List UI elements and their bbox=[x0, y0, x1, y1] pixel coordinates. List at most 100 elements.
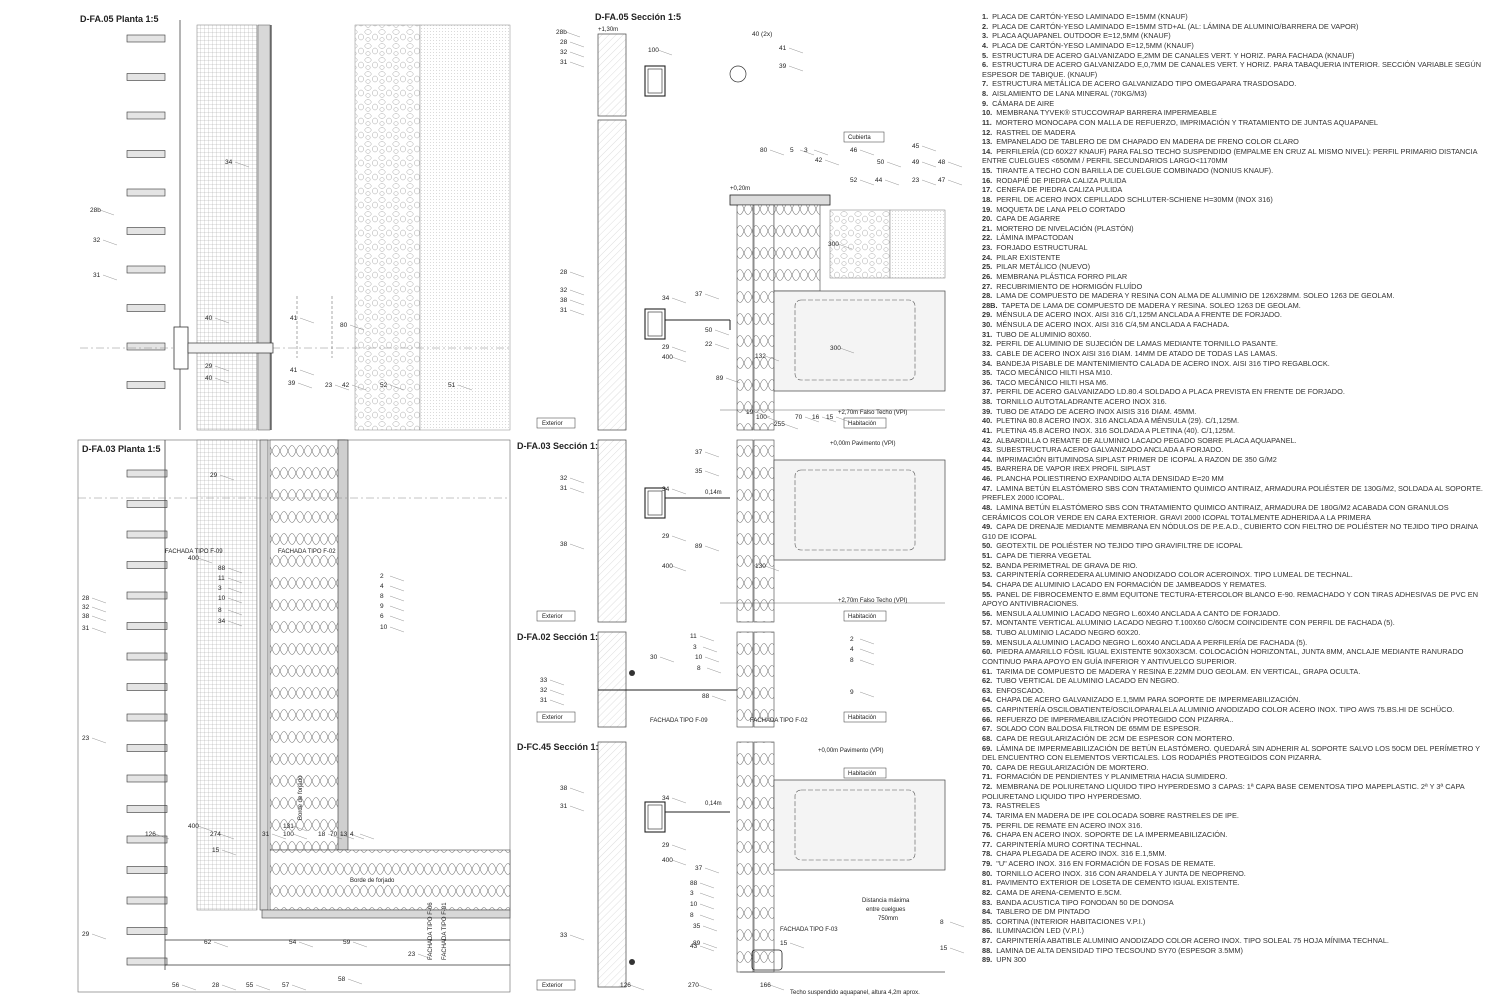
legend-number: 63. bbox=[982, 685, 993, 695]
legend-number: 87. bbox=[982, 936, 993, 945]
legend-text: RASTREL DE MADERA bbox=[996, 127, 1076, 137]
callout-fa03_plan-23: 31 bbox=[262, 831, 270, 838]
legend-number: 60. bbox=[982, 647, 993, 657]
callout-fc45_sec-5: 37 bbox=[695, 865, 703, 872]
legend-item: 55.PANEL DE FIBROCEMENTO e.8mm EQUITONE … bbox=[982, 590, 1490, 609]
aquapanel-board bbox=[257, 24, 271, 431]
callout-fa05_dims-4: 132 bbox=[755, 353, 766, 360]
legend-text: MEMBRANA TYVEK® STUCCOWRAP BARRERA IMPER… bbox=[996, 108, 1217, 118]
callout-fa03_plan-39: 23 bbox=[408, 951, 416, 958]
callout-fa05_plan-7: 40 bbox=[205, 375, 213, 382]
legend-text: CARPINTERÍA CORREDERA ALUMINIO ANODIZADO… bbox=[996, 570, 1353, 580]
legend-number: 17. bbox=[982, 185, 993, 195]
legend-number: 23. bbox=[982, 243, 993, 252]
callout-fa05_sec-27: 89 bbox=[716, 375, 724, 382]
detail-fa03-plan: D-FA.03 Planta 1:5 FACHADA TIPO F-09 FAC… bbox=[77, 439, 511, 993]
legend-text: TARIMA DE COMPUESTO DE MADERA Y RESINA e… bbox=[996, 666, 1361, 676]
legend-number: 46. bbox=[982, 474, 993, 483]
louver-slat bbox=[126, 927, 168, 935]
callout-fa05_plan-14: 51 bbox=[448, 382, 456, 389]
level-020: +0,20m bbox=[730, 186, 750, 192]
legend-number: 3. bbox=[982, 31, 989, 41]
legend-item: 67.SOLADO CON BALDOSA FILTRON DE 65mm DE… bbox=[982, 724, 1490, 734]
callout-fa03_plan-27: 13 bbox=[340, 831, 348, 838]
legend-number: 42. bbox=[982, 435, 993, 445]
callout-fa05_dims-9: 15 bbox=[826, 414, 834, 421]
callout-fa03_sec-9: 130 bbox=[755, 563, 766, 570]
louver-slat bbox=[126, 227, 166, 235]
level-000-a: +0,00m Pavimento (VPI) bbox=[830, 441, 896, 447]
legend-item: 5.ESTRUCTURA DE ACERO GALVANIZADO e,2mm … bbox=[982, 51, 1490, 61]
callout-fa05_dims-5: 100 bbox=[756, 414, 767, 421]
callout-fa02_sec-9: 32 bbox=[540, 687, 548, 694]
legend-item: 33.CABLE DE ACERO INOX AISI 316 DIAM. 14… bbox=[982, 349, 1490, 359]
callout-fc45_sec-17: 126 bbox=[620, 982, 631, 989]
callout-fa02_sec-8: 33 bbox=[540, 677, 548, 684]
legend-item: 31.TUBO DE ALUMINIO 80x60. bbox=[982, 330, 1490, 340]
legend-text: MEMBRANA PLÁSTICA FORRO PILAR bbox=[996, 271, 1128, 281]
callout-fc45_sec-4: 400 bbox=[662, 857, 673, 864]
legend-text: LAMINA BETÚN ELASTÓMERO SBS CON TRATAMIE… bbox=[982, 502, 1449, 522]
title-fa05-plan: D-FA.05 Planta 1:5 bbox=[80, 14, 159, 24]
legend-number: 64. bbox=[982, 695, 993, 705]
louver-slat bbox=[126, 265, 166, 274]
title-fa03-section: D-FA.03 Sección 1:5 bbox=[517, 441, 603, 451]
legend-number: 8. bbox=[982, 89, 989, 98]
legend-item: 24.PILAR EXISTENTE bbox=[982, 253, 1490, 263]
legend-text: RODAPIÉ DE PIEDRA CALIZA PULIDA bbox=[996, 175, 1127, 185]
legend-number: 24. bbox=[982, 252, 993, 262]
detail-fa02-section: D-FA.02 Sección 1:5 FACHADA TIPO F-09 FA… bbox=[517, 631, 887, 728]
legend-number: 57. bbox=[982, 618, 993, 628]
legend-text: TARIMA EN MADERA DE IPE COLOCADA SOBRE R… bbox=[996, 810, 1239, 820]
legend-item: 41.PLETINA 45.8 ACERO INOX. 316 SOLDADA … bbox=[982, 426, 1490, 436]
legend-text: MORTERO DE NIVELACIÓN (PLASTÓN) bbox=[996, 223, 1134, 233]
callout-fa05_sec-18: 23 bbox=[912, 177, 920, 184]
callout-fa05_plan-9: 80 bbox=[340, 322, 348, 329]
legend-item: 49.CAPA DE DRENAJE MEDIANTE MEMBRANA EN … bbox=[982, 522, 1490, 541]
label-fachada-f02-sec: FACHADA TIPO F-02 bbox=[750, 718, 808, 724]
callout-fc45_sec-15: 8 bbox=[940, 919, 944, 926]
legend-item: 35.TACO MECÁNICO HILTI HSA M10. bbox=[982, 368, 1490, 378]
legend-number: 51. bbox=[982, 551, 993, 560]
title-fa02-section: D-FA.02 Sección 1:5 bbox=[517, 632, 603, 642]
callout-fc45_sec-3: 29 bbox=[662, 842, 670, 849]
legend-number: 31. bbox=[982, 329, 993, 339]
louver-slat bbox=[126, 896, 168, 905]
callout-fa05_sec-23: 31 bbox=[560, 307, 568, 314]
legend-item: 71.FORMACIÓN DE PENDIENTES Y PLANIMETRIA… bbox=[982, 772, 1490, 782]
legend-text: CAPA DE REGULARIZACIÓN DE MORTERO. bbox=[996, 762, 1149, 772]
legend-text: TACO MECÁNICO HILTI HSA M10. bbox=[996, 368, 1113, 378]
legend-number: 39. bbox=[982, 406, 993, 416]
callout-fa05_plan-0: 34 bbox=[225, 159, 233, 166]
legend-number: 37. bbox=[982, 387, 993, 397]
callout-fc45_sec-1: 31 bbox=[560, 803, 568, 810]
legend-item: 86.ILUMINACIÓN LED (V.P.I.) bbox=[982, 926, 1490, 936]
material-legend: 1.PLACA DE CARTÓN-YESO LAMINADO e=15mm (… bbox=[982, 12, 1490, 992]
callout-fa03_plan-18: 23 bbox=[82, 735, 90, 742]
legend-item: 85.CORTINA (INTERIOR HABITACIONES V.P.I.… bbox=[982, 917, 1490, 927]
callout-fa03_plan-20: 131 bbox=[283, 823, 294, 830]
label-fachada-f03: FACHADA TIPO F-03 bbox=[780, 927, 838, 933]
louver-slat bbox=[126, 652, 168, 661]
legend-number: 89. bbox=[982, 955, 993, 965]
callout-fa03_plan-33: 59 bbox=[343, 939, 351, 946]
legend-item: 72.MEMBRANA DE POLIURETANO LIQUIDO TIPO … bbox=[982, 782, 1490, 801]
callout-fa03_plan-15: 32 bbox=[82, 604, 90, 611]
louver-slat bbox=[126, 150, 166, 158]
legend-number: 33. bbox=[982, 348, 993, 358]
legend-item: 83.BANDA ACUSTICA TIPO FONODAN 50 DE DON… bbox=[982, 898, 1490, 908]
legend-text: CARPINTERÍA ABATIBLE ALUMINIO ANODIZADO … bbox=[996, 936, 1389, 945]
legend-item: 62.TUBO VERTICAL DE ALUMINIO LACADO EN N… bbox=[982, 676, 1490, 686]
callout-fa03_plan-0: 29 bbox=[210, 472, 218, 479]
callout-fa02_sec-10: 31 bbox=[540, 697, 548, 704]
legend-number: 41. bbox=[982, 425, 993, 435]
callout-fa03_plan-9: 4 bbox=[380, 583, 384, 590]
legend-number: 73. bbox=[982, 801, 993, 811]
legend-text: TORNILLO ACERO INOX. 316 CON ARANDELA Y … bbox=[996, 868, 1246, 878]
legend-number: 40. bbox=[982, 416, 993, 426]
callout-fa05_sec-0: 28b bbox=[556, 29, 567, 36]
louver-slat bbox=[126, 342, 166, 351]
legend-number: 56. bbox=[982, 608, 993, 618]
callout-fa05_sec-10: 42 bbox=[815, 157, 823, 164]
